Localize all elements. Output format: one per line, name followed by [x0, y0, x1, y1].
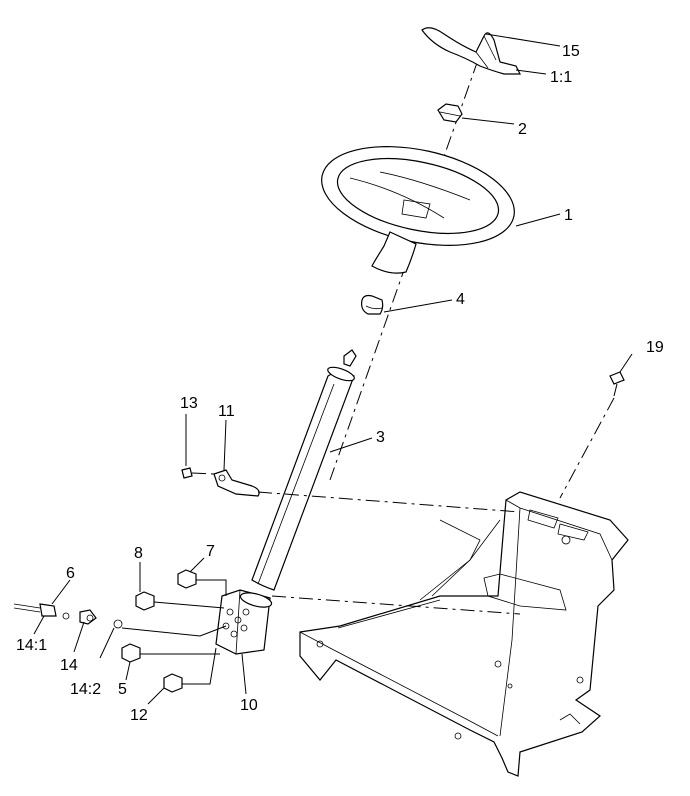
callout-5: 5 [118, 681, 127, 698]
alignment-line-clamp [257, 491, 521, 513]
callout-6: 6 [66, 565, 75, 582]
screw-part [181, 467, 215, 479]
frame-part [299, 491, 629, 777]
callout-10: 10 [240, 697, 258, 714]
callout-13: 13 [180, 395, 198, 412]
steering-column-part [215, 349, 357, 655]
hydraulic-hose-part [13, 603, 227, 637]
callout-19: 19 [646, 339, 664, 356]
callout-4: 4 [456, 291, 465, 308]
horn-cap-part [421, 27, 521, 75]
nut-5-part [121, 643, 141, 663]
callout-7: 7 [206, 543, 215, 560]
callout-14: 14 [60, 657, 78, 674]
nut-8-leader [153, 601, 225, 609]
bushing-part [361, 294, 384, 315]
clamp-part [213, 469, 260, 497]
callout-8: 8 [134, 545, 143, 562]
nut-7-leader [196, 579, 227, 596]
callout-1: 1 [564, 207, 573, 224]
callout-14-1: 14:1 [16, 637, 47, 654]
callout-11: 11 [218, 403, 235, 420]
callout-2: 2 [518, 121, 527, 138]
callout-14-2: 14:2 [70, 681, 101, 698]
bolt-part [559, 371, 625, 499]
callout-12: 12 [130, 707, 148, 724]
nut-8-part [135, 591, 155, 611]
steering-wheel-part [321, 146, 515, 274]
nut-12-part [163, 673, 183, 693]
callout-3: 3 [376, 429, 385, 446]
nut-12-leader [182, 647, 217, 685]
callout-1-1: 1:1 [550, 69, 572, 86]
callout-15: 15 [562, 43, 580, 60]
nut-part [437, 103, 463, 123]
nut-7-part [177, 569, 197, 589]
